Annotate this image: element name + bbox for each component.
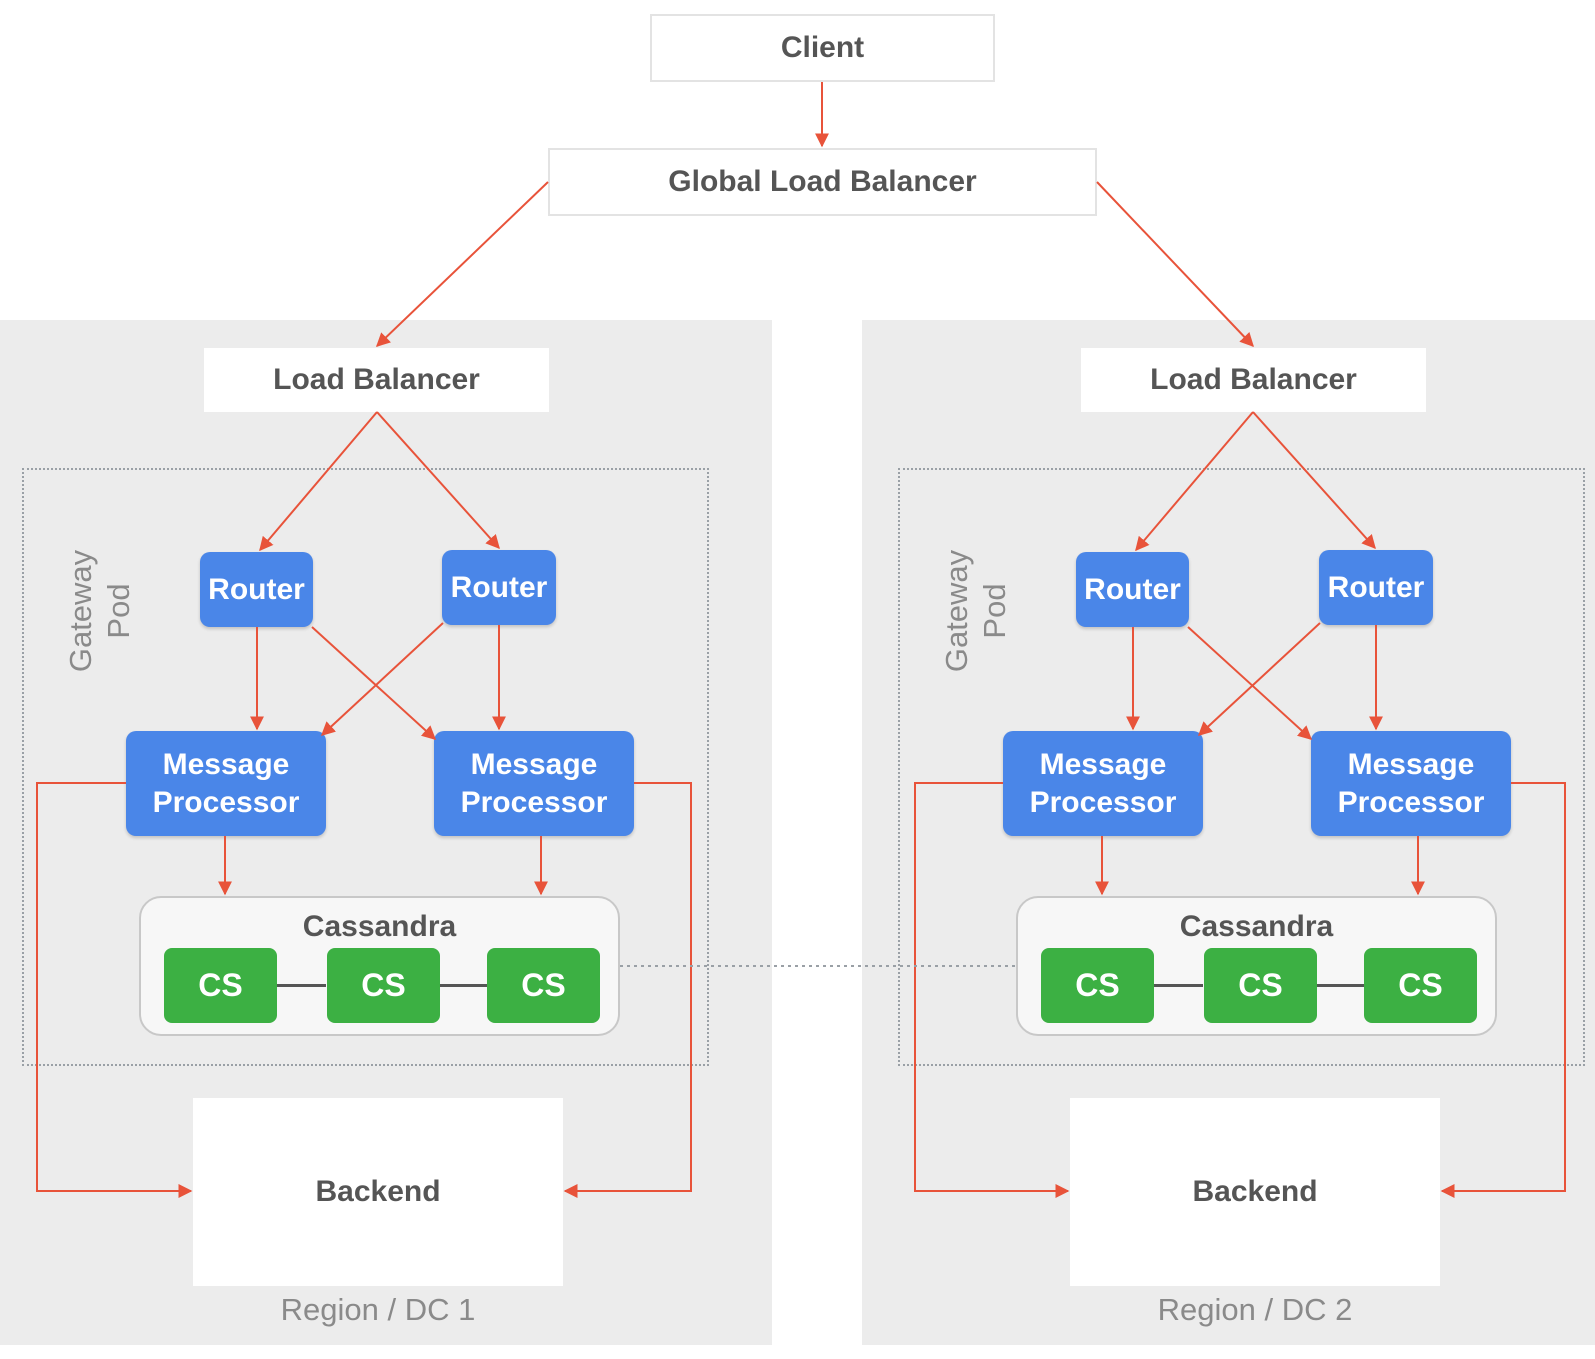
router-dc1-b: Router	[442, 550, 556, 625]
cs-node-dc2-1: CS	[1041, 948, 1154, 1023]
message-processor-dc1-b: Message Processor	[434, 731, 634, 836]
load-balancer-dc1: Load Balancer	[204, 348, 549, 412]
cassandra-label-dc2: Cassandra	[1179, 910, 1334, 943]
cs-node-dc1-2: CS	[327, 948, 440, 1023]
cs-node-dc1-3: CS	[487, 948, 600, 1023]
cs-link	[1153, 984, 1203, 987]
gateway-pod-label-dc2: Gateway Pod	[939, 549, 1012, 673]
cassandra-cluster-dc2: Cassandra CS CS CS	[1016, 896, 1497, 1036]
cassandra-label-dc1: Cassandra	[302, 910, 457, 943]
cassandra-cluster-dc1: Cassandra CS CS CS	[139, 896, 620, 1036]
global-load-balancer-box: Global Load Balancer	[548, 148, 1097, 216]
load-balancer-dc2: Load Balancer	[1081, 348, 1426, 412]
gateway-pod-label-dc1: Gateway Pod	[63, 549, 136, 673]
message-processor-dc1-a: Message Processor	[126, 731, 326, 836]
cs-link	[276, 984, 326, 987]
region-caption-dc1: Region / DC 1	[280, 1292, 476, 1327]
region-caption-dc2: Region / DC 2	[1157, 1292, 1353, 1327]
backend-dc2: Backend	[1070, 1098, 1440, 1286]
router-dc1-a: Router	[200, 552, 313, 627]
message-processor-dc2-a: Message Processor	[1003, 731, 1203, 836]
cs-link	[1315, 984, 1365, 987]
message-processor-dc2-b: Message Processor	[1311, 731, 1511, 836]
cs-node-dc2-3: CS	[1364, 948, 1477, 1023]
router-dc2-b: Router	[1319, 550, 1433, 625]
cs-link	[438, 984, 488, 987]
cs-node-dc1-1: CS	[164, 948, 277, 1023]
cs-node-dc2-2: CS	[1204, 948, 1317, 1023]
client-box: Client	[650, 14, 995, 82]
backend-dc1: Backend	[193, 1098, 563, 1286]
router-dc2-a: Router	[1076, 552, 1189, 627]
